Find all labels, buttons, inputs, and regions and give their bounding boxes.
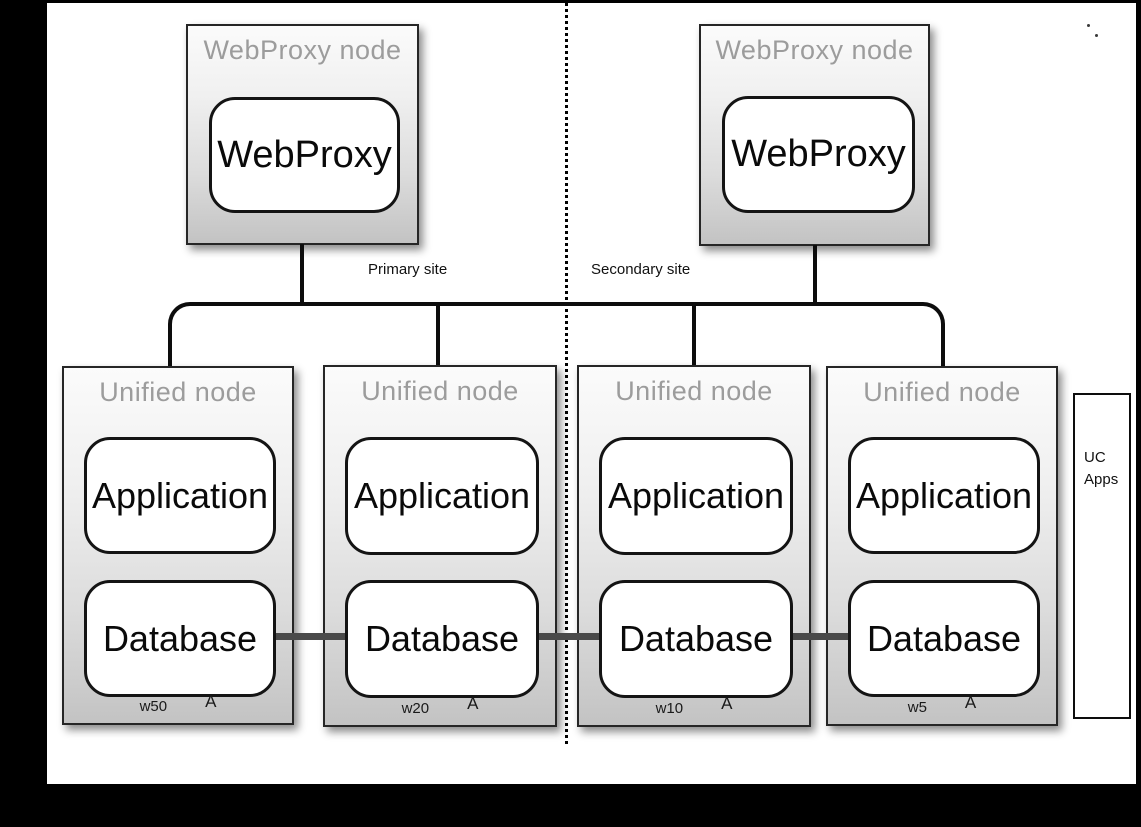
application-component: Application (848, 437, 1040, 554)
application-label: Application (607, 475, 785, 516)
application-component: Application (84, 437, 276, 554)
site-divider-dotted-line (565, 3, 568, 746)
database-label: Database (364, 618, 520, 659)
webproxy-component-label: WebProxy (217, 133, 392, 176)
node-footer: w5 A (828, 693, 1056, 717)
webproxy-node-title: WebProxy node (715, 35, 914, 65)
weight-label: w20 (401, 700, 430, 717)
node-footer: w20 A (325, 694, 555, 718)
secondary-site-label: Secondary site (591, 261, 691, 278)
weight-label: w5 (907, 699, 927, 716)
marker-label: A (964, 693, 977, 712)
application-label: Application (91, 474, 269, 516)
connector-webproxy-secondary (813, 245, 817, 304)
webproxy-node-title: WebProxy node (203, 35, 402, 65)
marker-label: A (205, 692, 217, 711)
webproxy-node-secondary: WebProxy node WebProxy (699, 24, 930, 246)
application-component: Application (345, 437, 539, 555)
unified-node-1: Unified node Application Database w50 A (62, 366, 294, 725)
application-label: Application (353, 475, 531, 516)
speck-artifact (1095, 34, 1098, 37)
node-footer: w10 A (579, 694, 809, 718)
marker-label: A (467, 694, 479, 713)
database-component: Database (84, 580, 276, 697)
uc-apps-box: UC Apps (1073, 393, 1131, 719)
uc-apps-label-line1: UC (1084, 449, 1106, 466)
webproxy-component-label: WebProxy (731, 133, 906, 175)
connector-bus (168, 302, 945, 366)
unified-node-4: Unified node Application Database w5 A (826, 366, 1058, 726)
primary-site-label: Primary site (368, 261, 448, 278)
application-component: Application (599, 437, 793, 555)
weight-label: w10 (655, 700, 684, 717)
database-component: Database (599, 580, 793, 698)
unified-node-3: Unified node Application Database w10 A (577, 365, 811, 727)
weight-label: w50 (139, 698, 168, 715)
unified-node-title: Unified node (99, 377, 257, 407)
database-label: Database (102, 617, 258, 659)
unified-node-title: Unified node (361, 376, 519, 406)
marker-label: A (721, 694, 733, 713)
webproxy-component-secondary: WebProxy (722, 96, 915, 213)
database-component: Database (848, 580, 1040, 697)
unified-node-2: Unified node Application Database w20 A (323, 365, 557, 727)
database-label: Database (618, 618, 774, 659)
node-footer: w50 A (64, 692, 292, 716)
application-label: Application (855, 474, 1033, 516)
webproxy-node-primary: WebProxy node WebProxy (186, 24, 419, 245)
connector-webproxy-primary (300, 244, 304, 304)
speck-artifact (1087, 24, 1090, 27)
database-replication-link (266, 633, 848, 640)
webproxy-component-primary: WebProxy (209, 97, 400, 213)
database-label: Database (866, 617, 1022, 659)
database-component: Database (345, 580, 539, 698)
unified-node-title: Unified node (863, 377, 1021, 407)
uc-apps-label-line2: Apps (1084, 470, 1119, 488)
unified-node-title: Unified node (615, 376, 773, 406)
connector-unified-node-3 (692, 304, 696, 366)
connector-unified-node-2 (436, 304, 440, 366)
